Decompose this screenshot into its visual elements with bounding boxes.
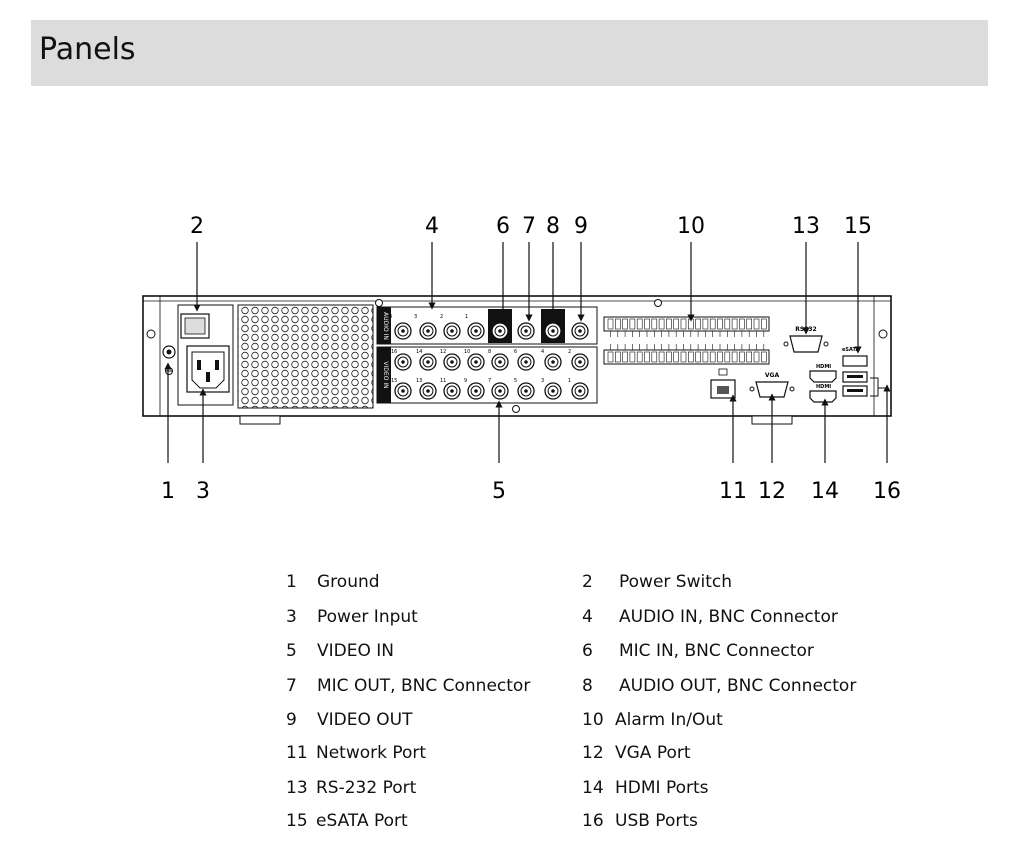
video-in-number-label: 4	[541, 349, 544, 355]
power-module	[177, 304, 234, 406]
video-in-number-label: 5	[514, 378, 517, 384]
esata-usb-ports: eSATA	[842, 347, 879, 397]
video-in-number-label: 9	[464, 378, 467, 384]
callout-number-2: 2	[190, 214, 204, 239]
page-header: Panels	[31, 20, 988, 86]
video-in-connector-12	[443, 353, 461, 371]
video-in-number-label: 11	[440, 378, 446, 384]
video-in-number-label: 13	[416, 378, 422, 384]
audio-in-number-label: 4	[389, 314, 392, 320]
audio-in-number-label: 1	[465, 314, 468, 320]
video-in-connector-3	[544, 382, 562, 400]
video-in-connector-14	[419, 353, 437, 371]
video-in-number-label: 8	[488, 349, 491, 355]
callout-number-14: 14	[811, 479, 839, 504]
video-in-connector-15	[394, 382, 412, 400]
video-in-connector-5	[517, 382, 535, 400]
hdmi-panel-label-1: HDMI	[816, 364, 831, 370]
video-in-number-label: 16	[391, 349, 397, 355]
video-in-number-label: 3	[541, 378, 544, 384]
mic-out-connector	[517, 322, 535, 340]
esata-panel-label: eSATA	[842, 347, 859, 353]
callout-number-9: 9	[574, 214, 588, 239]
alarm-terminal-block	[603, 316, 770, 365]
video-in-number-label: 12	[440, 349, 446, 355]
page-title: Panels	[39, 32, 136, 67]
video-in-number-label: 15	[391, 378, 397, 384]
video-in-connector-1	[571, 382, 589, 400]
mic-in-connector	[491, 322, 509, 340]
callout-number-1: 1	[161, 479, 175, 504]
callout-number-16: 16	[873, 479, 901, 504]
callout-number-4: 4	[425, 214, 439, 239]
audio-in-number-label: 2	[440, 314, 443, 320]
hdmi-panel-label-2: HDMI	[816, 384, 831, 390]
video-in-connector-7	[491, 382, 509, 400]
video-in-number-label: 1	[568, 378, 571, 384]
vga-panel-label: VGA	[765, 372, 780, 379]
video-in-panel-label: VIDEO IN	[382, 361, 389, 388]
video-in-number-label: 14	[416, 349, 422, 355]
fan-grille	[237, 304, 374, 409]
video-in-connector-11	[443, 382, 461, 400]
video-out-connector	[571, 322, 589, 340]
callout-number-11: 11	[719, 479, 747, 504]
callout-number-6: 6	[496, 214, 510, 239]
audio-in-block: AUDIO IN	[376, 306, 598, 345]
callout-number-12: 12	[758, 479, 786, 504]
rs232-port: RS232	[783, 326, 829, 353]
network-port	[710, 368, 736, 399]
video-in-number-label: 6	[514, 349, 517, 355]
video-in-connector-16	[394, 353, 412, 371]
video-in-connector-9	[467, 382, 485, 400]
bnc-connectors: 4 3 2 1 16 14 12 10 8 6 4 2 15 13 11 9 7 5 3 1	[389, 314, 589, 400]
video-in-number-label: 2	[568, 349, 571, 355]
audio-in-connector-1	[467, 322, 485, 340]
video-in-number-label: 10	[464, 349, 470, 355]
audio-in-number-label: 3	[414, 314, 417, 320]
callout-number-13: 13	[792, 214, 820, 239]
callout-number-3: 3	[196, 479, 210, 504]
video-in-number-label: 7	[488, 378, 491, 384]
video-in-connector-13	[419, 382, 437, 400]
video-in-connector-8	[491, 353, 509, 371]
video-in-connector-4	[544, 353, 562, 371]
ground-terminal	[162, 345, 176, 375]
callout-number-15: 15	[844, 214, 872, 239]
video-in-connector-10	[467, 353, 485, 371]
audio-out-connector	[544, 322, 562, 340]
callout-number-8: 8	[546, 214, 560, 239]
video-in-connector-2	[571, 353, 589, 371]
callout-number-7: 7	[522, 214, 536, 239]
audio-in-panel-label: AUDIO IN	[382, 312, 389, 340]
callout-number-5: 5	[492, 479, 506, 504]
hdmi-ports: HDMI HDMI	[809, 364, 837, 403]
vga-port: VGA	[749, 372, 795, 398]
callout-number-10: 10	[677, 214, 705, 239]
video-in-connector-6	[517, 353, 535, 371]
audio-in-connector-4	[394, 322, 412, 340]
audio-in-connector-3	[419, 322, 437, 340]
audio-in-connector-2	[443, 322, 461, 340]
